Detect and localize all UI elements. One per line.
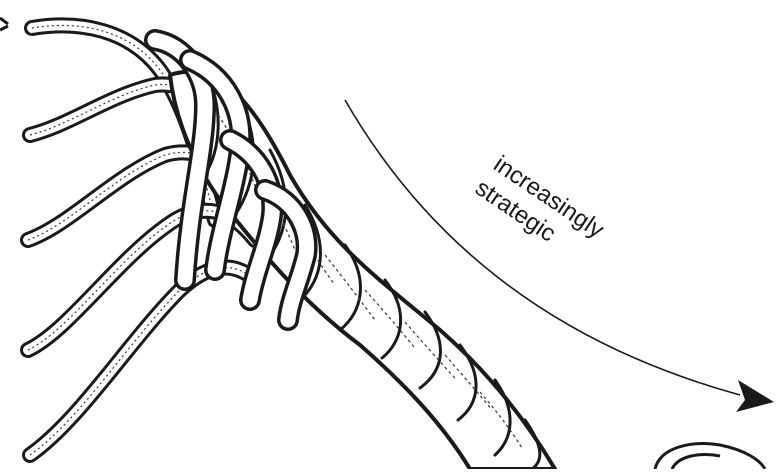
corner-knot (655, 444, 765, 469)
strand-bottom (30, 268, 255, 455)
arrow-label: increasingly strategic (470, 149, 609, 268)
corner-mark (0, 18, 8, 30)
arrow-head (736, 380, 774, 412)
